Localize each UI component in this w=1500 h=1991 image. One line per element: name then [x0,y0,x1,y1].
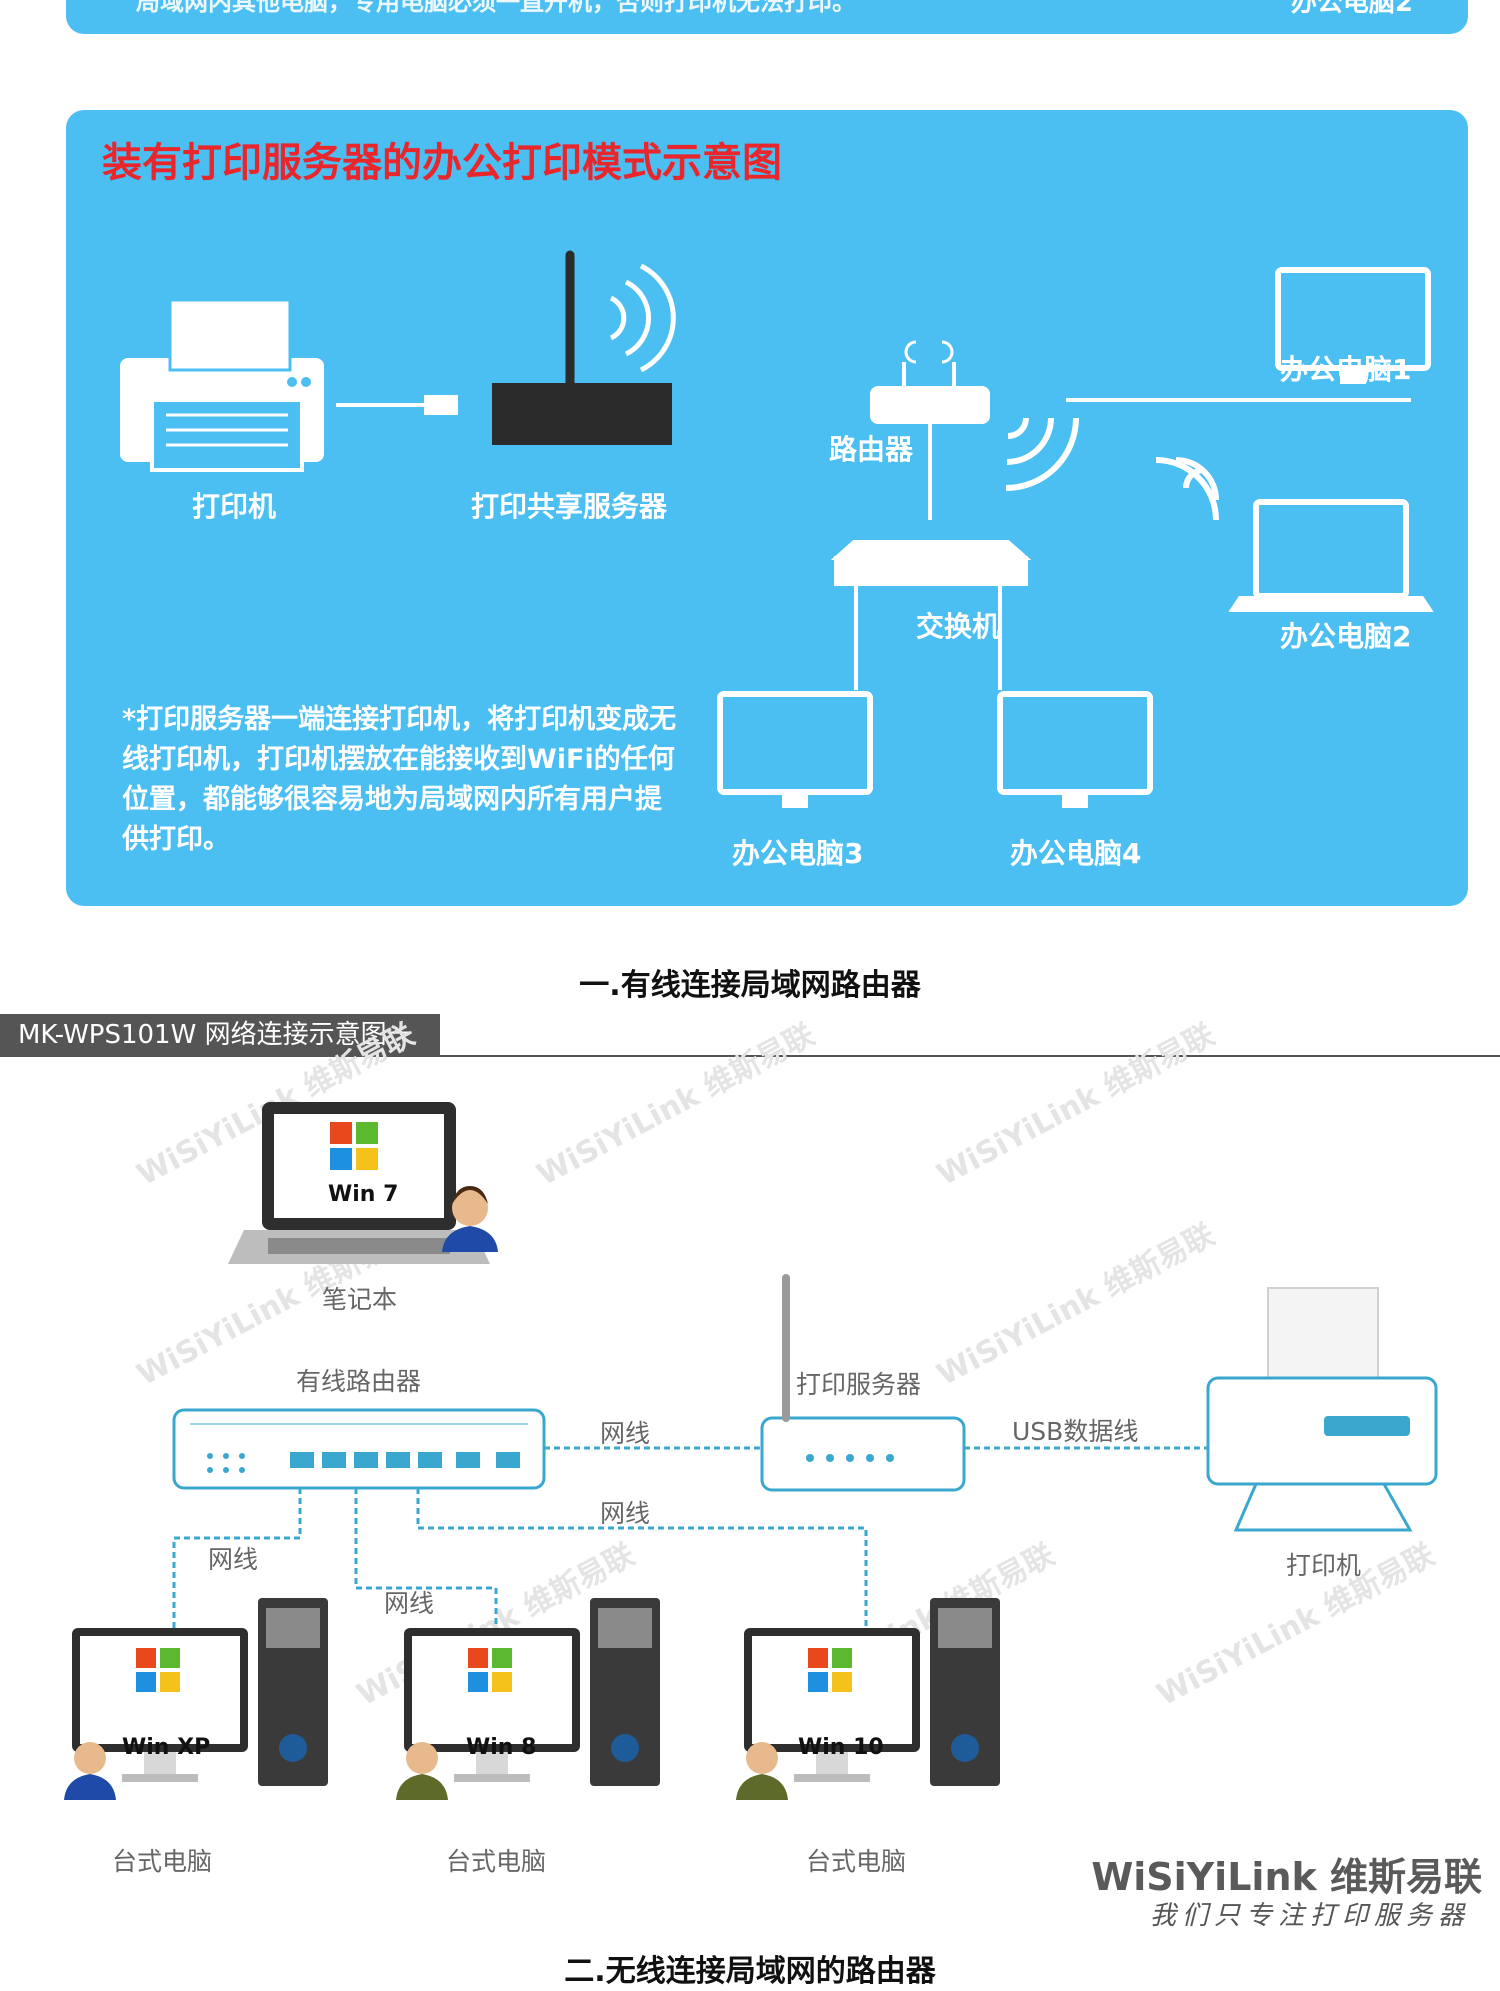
pc4-label: 办公电脑4 [1010,832,1141,872]
printer-icon [1208,1288,1436,1530]
pc2-laptop-icon [1232,502,1430,610]
desktop2-label: 台式电脑 [446,1842,546,1878]
switch-label: 交换机 [916,605,1000,645]
brand-logo-text: WiSiYiLink 维斯易联 [1091,1846,1482,1901]
pc1-label: 办公电脑1 [1280,348,1411,388]
wired-router-label: 有线路由器 [296,1362,421,1398]
router-icon [872,342,988,422]
laptop-label: 笔记本 [322,1280,397,1316]
desktop1-label: 台式电脑 [112,1842,212,1878]
usb-plug-icon [426,397,456,413]
desktop3-os-label: Win 10 [798,1735,884,1760]
top-banner-label: 办公电脑2 [1291,0,1413,19]
cable-label: 网线 [600,1494,650,1530]
wired-router-icon [174,1410,544,1488]
pc3-monitor-icon [720,694,870,806]
brand-slogan: 我们只专注打印服务器 [1150,1895,1470,1932]
switch-icon [836,542,1026,584]
cable-label: 网线 [208,1540,258,1576]
print-server-label: 打印共享服务器 [471,485,667,525]
print-server-icon [494,255,673,443]
top-banner: 局域网内其他电脑，专用电脑必须一直开机，否则打印机无法打印。 办公电脑2 [66,0,1468,34]
cable-label: 网线 [384,1584,434,1620]
desktop1-os-label: Win XP [122,1735,210,1760]
top-banner-text: 局域网内其他电脑，专用电脑必须一直开机，否则打印机无法打印。 [136,0,856,17]
printer-label: 打印机 [1286,1546,1361,1582]
office-print-diagram-panel: 装有打印服务器的办公打印模式示意图 [66,110,1468,906]
router-wifi-icon [1006,418,1076,488]
pc2-label: 办公电脑2 [1280,615,1411,655]
desktop2-os-label: Win 8 [466,1735,536,1760]
panel-note: *打印服务器一端连接打印机，将打印机变成无线打印机，打印机摆放在能接收到WiFi… [122,700,682,860]
printer-label: 打印机 [192,485,276,525]
router-label: 路由器 [829,428,913,468]
usb-label: USB数据线 [1012,1412,1138,1448]
print-server-label: 打印服务器 [796,1365,921,1401]
printer-icon [122,300,322,470]
caption-wireless: 二.无线连接局域网的路由器 [0,1946,1500,1990]
caption-wired: 一.有线连接局域网路由器 [0,960,1500,1004]
desktop3-label: 台式电脑 [806,1842,906,1878]
pc4-monitor-icon [1000,694,1150,806]
pc3-label: 办公电脑3 [732,832,863,872]
network-diagram-svg [0,1058,1500,1938]
pc2-wifi-icon [1156,460,1216,520]
laptop-os-label: Win 7 [328,1182,398,1207]
cable-label: 网线 [600,1414,650,1450]
